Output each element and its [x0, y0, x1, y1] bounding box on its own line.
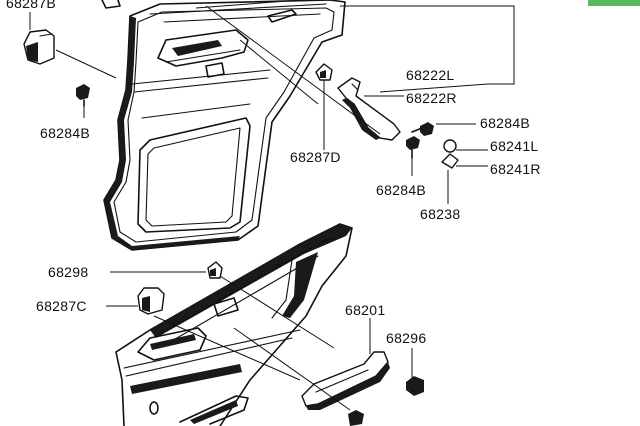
label-68241R: 68241R	[490, 161, 541, 177]
clip-68287D	[315, 63, 333, 81]
label-68201: 68201	[345, 302, 385, 318]
label-68296: 68296	[386, 330, 426, 346]
clip-68298	[207, 261, 223, 279]
screw-68284B-mid	[406, 136, 420, 159]
clip-68287C	[137, 287, 165, 315]
lower-door-trim-panel	[115, 223, 353, 426]
screw-68284B-left	[76, 84, 90, 107]
label-68298: 68298	[48, 264, 88, 280]
label-68284B-left: 68284B	[40, 125, 90, 141]
grip-handle-68201	[301, 351, 390, 410]
screw-bottom	[348, 410, 364, 426]
screw-68284B-right	[411, 122, 434, 136]
upper-door-trim-panel	[103, 0, 346, 251]
cap-68241	[441, 139, 459, 169]
label-68287B: 68287B	[6, 0, 56, 11]
mounting-stub	[101, 0, 121, 9]
label-68284B-mid: 68284B	[376, 182, 426, 198]
label-68287C: 68287C	[36, 298, 87, 314]
corner-color-mark	[588, 0, 640, 6]
label-68222R: 68222R	[406, 90, 457, 106]
armrest-68222	[337, 77, 401, 141]
clip-68287B	[23, 29, 55, 65]
label-68287D: 68287D	[290, 149, 341, 165]
part-labels: 68287B 68284B 68222L 68222R 68284B 68287…	[6, 0, 541, 346]
label-68238: 68238	[420, 206, 460, 222]
screw-68296	[406, 376, 424, 396]
leader-lines	[29, 0, 515, 411]
label-68284B-right: 68284B	[480, 115, 530, 131]
label-68241L: 68241L	[490, 138, 539, 154]
label-68222L: 68222L	[406, 67, 455, 83]
